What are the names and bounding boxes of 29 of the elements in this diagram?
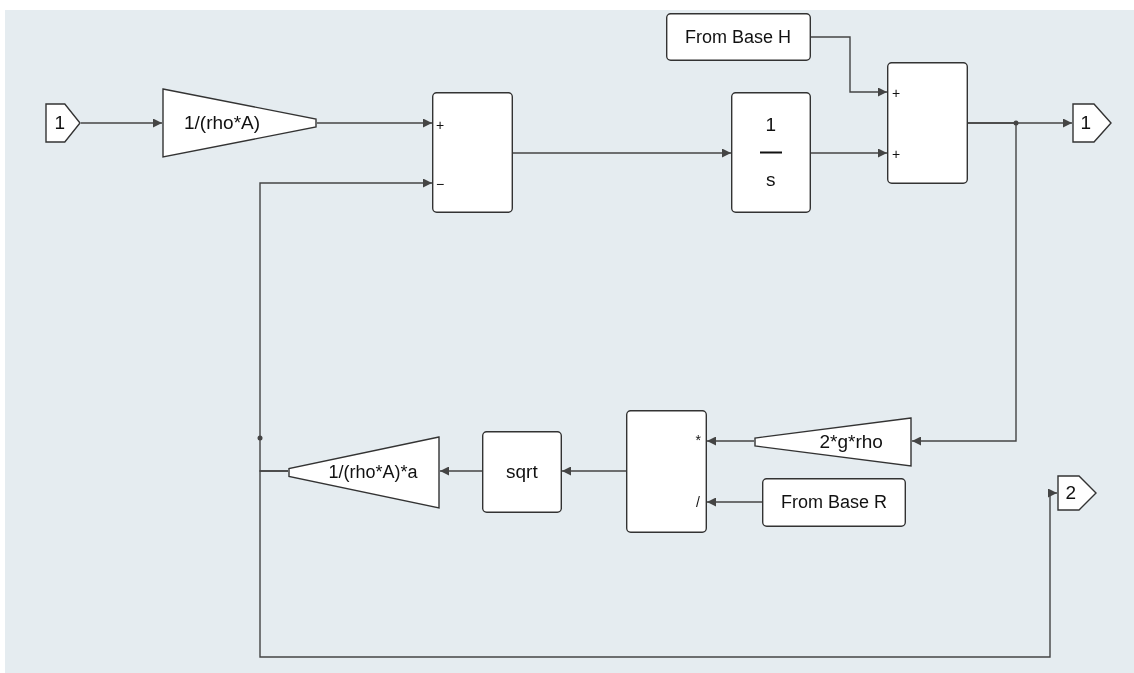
block-label: 1 <box>765 115 777 135</box>
block-label: 1 <box>1080 113 1092 133</box>
signal-arrow <box>259 178 433 472</box>
signal-arrow <box>80 118 163 128</box>
port-sign: + <box>892 85 901 101</box>
signal-arrow <box>512 148 732 158</box>
block-label: 1/(rho*A)*a <box>328 462 418 482</box>
block-label: 2*g*rho <box>819 432 883 452</box>
block-label: sqrt <box>506 462 538 482</box>
block-label: s <box>766 170 776 190</box>
block-label: 1 <box>54 113 66 133</box>
block-label: 2 <box>1065 483 1077 503</box>
signal-arrow <box>439 466 483 476</box>
signal-arrow <box>706 497 763 507</box>
port-sign: + <box>436 117 445 133</box>
signal-arrow <box>810 36 888 97</box>
signal-arrow <box>259 470 1058 658</box>
signal-arrow <box>911 122 1017 446</box>
signal-arrow <box>706 436 755 446</box>
signal-arrow <box>810 148 888 158</box>
block-label: 1/(rho*A) <box>184 113 261 133</box>
port-sign: * <box>695 432 701 448</box>
block-label: From Base H <box>684 27 792 47</box>
signal-arrow <box>561 466 627 476</box>
port-sign: − <box>436 176 445 192</box>
block-label: From Base R <box>780 492 888 512</box>
signal-arrow <box>316 118 433 128</box>
port-sign: + <box>892 146 901 162</box>
port-sign: / <box>696 494 700 510</box>
